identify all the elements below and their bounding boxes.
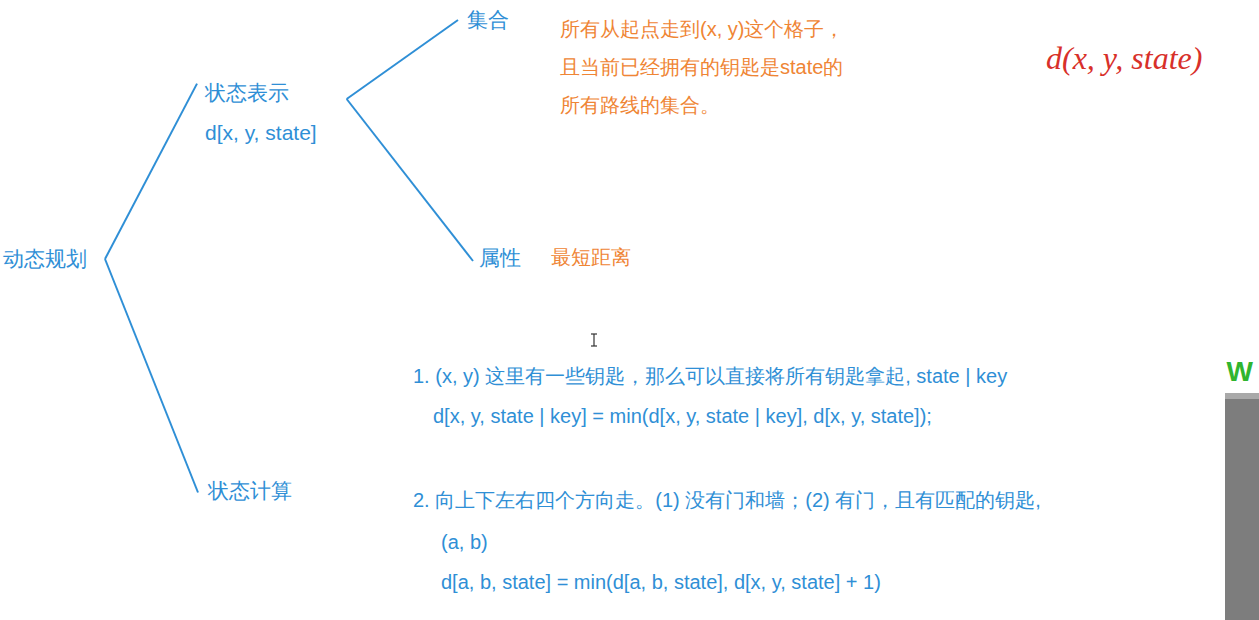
topic-text: 状态计算 [208,476,292,506]
topic-text: 集合 [467,5,509,35]
video-panel-edge [1225,393,1259,399]
description-text: 最短距离 [551,242,631,272]
branch-line [347,99,473,261]
text-cursor [591,334,597,346]
branch-line [105,84,197,259]
formula-text: (a, b) [441,527,488,557]
watermark-letter: W [1227,355,1253,389]
handwritten-note: d(x, y, state) [1046,38,1202,78]
branch-line [105,259,198,493]
topic-node: 集合 [467,5,509,35]
topic-text: d[x, y, state] [205,118,317,148]
topic-text: 动态规划 [3,244,87,274]
formula-text: 1. (x, y) 这里有一些钥匙，那么可以直接将所有钥匙拿起, state |… [413,361,1007,391]
topic-text: 状态表示 [205,78,317,108]
topic-node: 状态计算 [208,476,292,506]
description-text: 所有从起点走到(x, y)这个格子， 且当前已经拥有的钥匙是state的 所有路… [560,10,932,124]
formula-text: d[a, b, state] = min(d[a, b, state], d[x… [441,567,881,597]
topic-text: 属性 [479,243,521,273]
topic-node: 属性 [479,243,521,273]
formula-text: 2. 向上下左右四个方向走。(1) 没有门和墙；(2) 有门，且有匹配的钥匙, [413,485,1041,515]
topic-node: 动态规划 [3,244,87,274]
topic-node: 状态表示 d[x, y, state] [205,78,317,148]
branch-line [347,20,458,99]
formula-text: d[x, y, state | key] = min(d[x, y, state… [433,401,932,431]
video-panel [1225,393,1259,620]
